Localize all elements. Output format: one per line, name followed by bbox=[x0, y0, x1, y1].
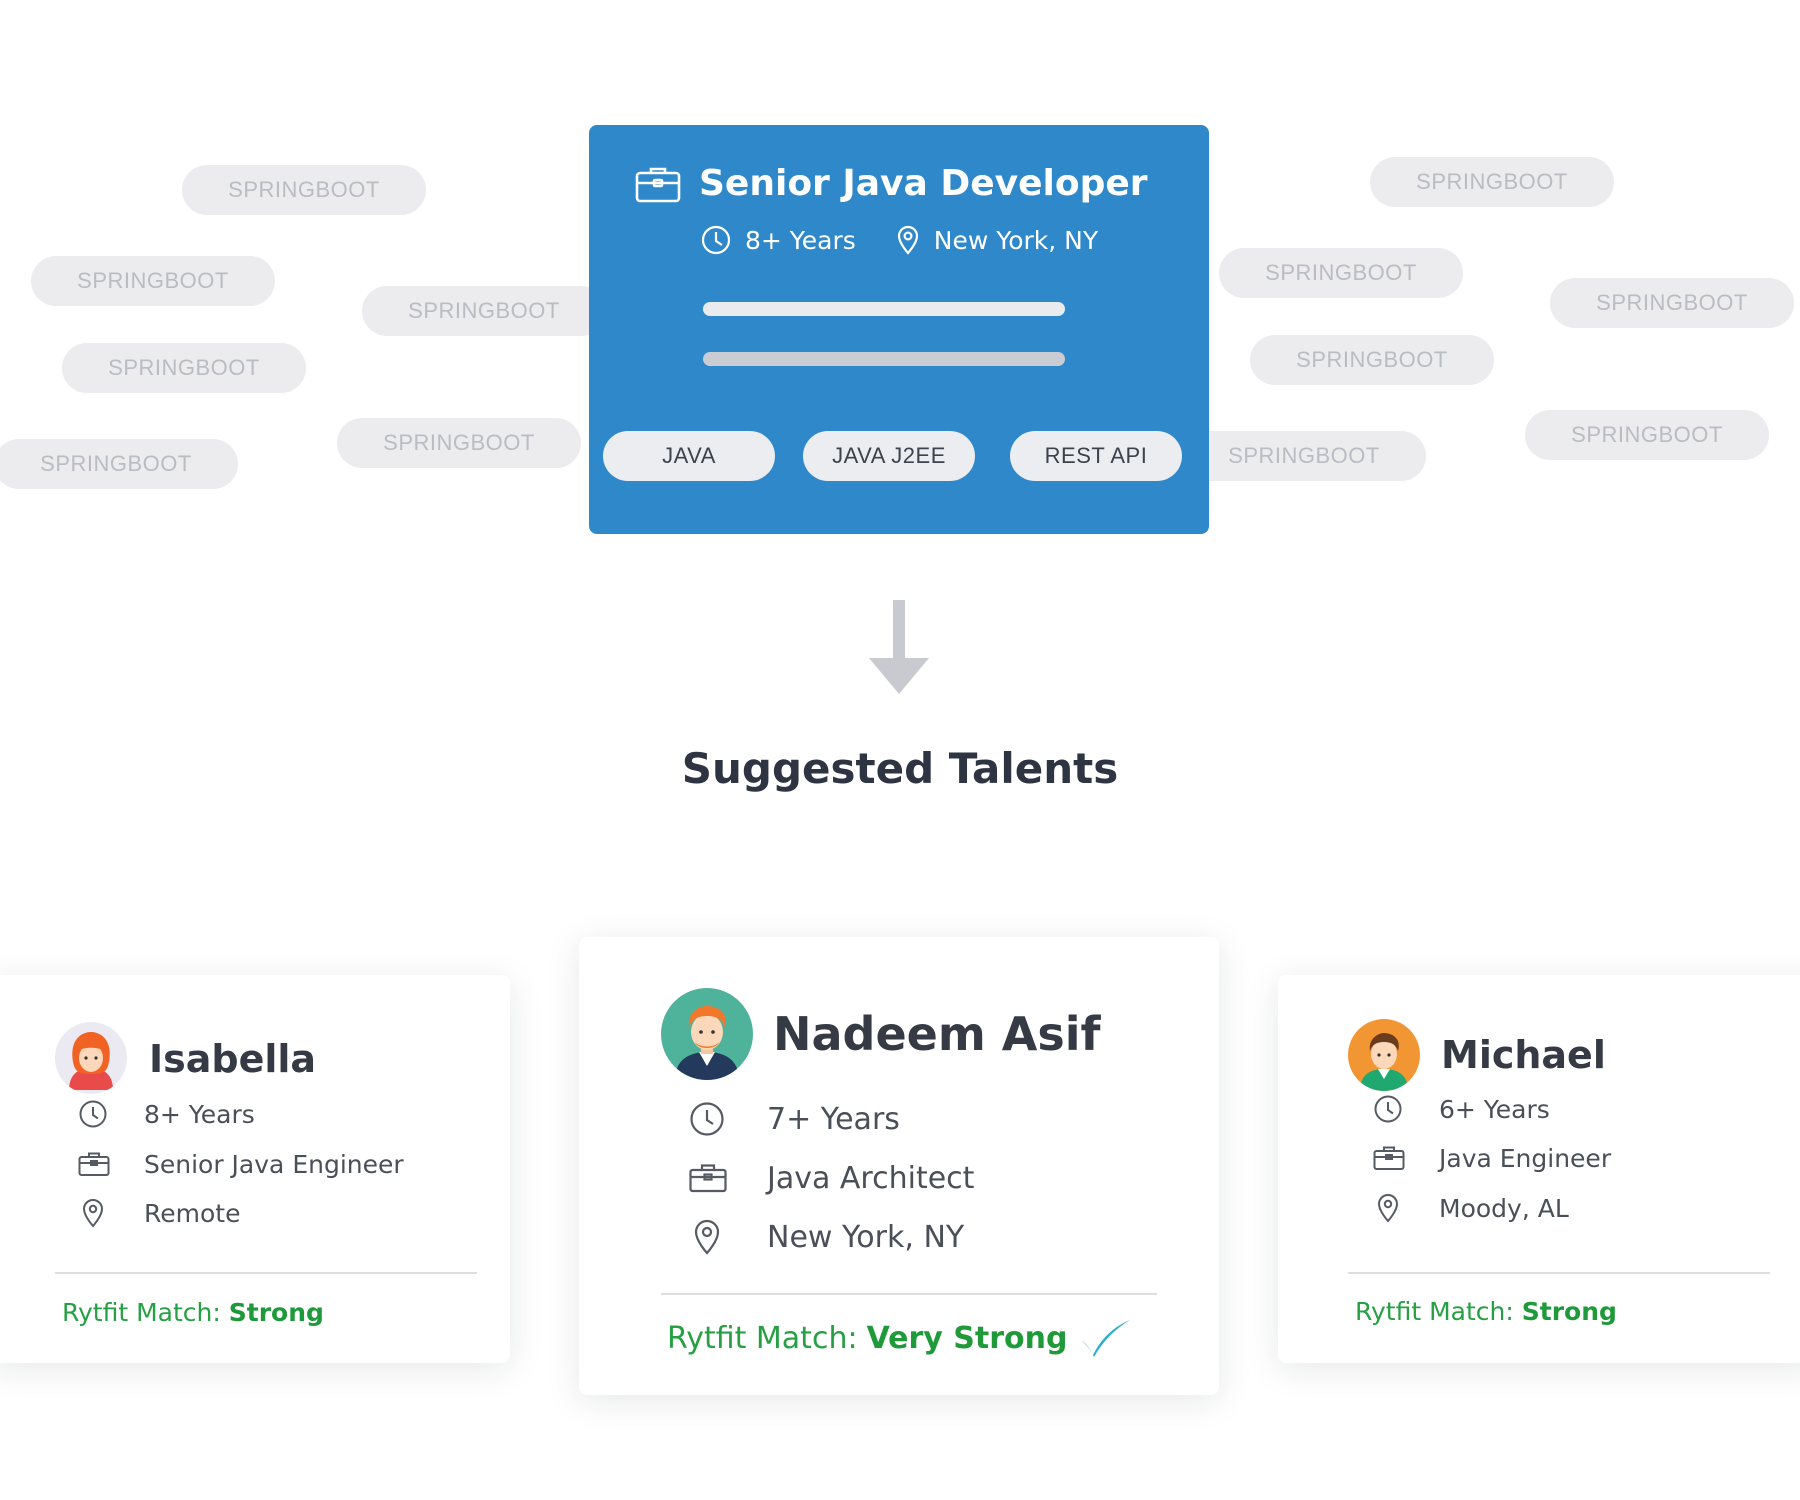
background-tag: SPRINGBOOT bbox=[182, 165, 426, 215]
divider bbox=[1348, 1272, 1770, 1274]
talent-role-label: Java Architect bbox=[767, 1160, 975, 1196]
job-location-label: New York, NY bbox=[933, 225, 1099, 255]
background-tag: SPRINGBOOT bbox=[337, 418, 581, 468]
job-experience-label: 8+ Years bbox=[745, 225, 856, 255]
match-rating: Rytfit Match: Strong bbox=[62, 1298, 324, 1327]
divider bbox=[661, 1293, 1157, 1295]
background-tag: SPRINGBOOT bbox=[62, 343, 306, 393]
talent-experience: 8+ Years bbox=[78, 1096, 255, 1132]
avatar bbox=[55, 1022, 127, 1094]
talent-card[interactable]: Isabella 8+ Years Senior Java Engineer R… bbox=[0, 975, 510, 1363]
talent-role: Java Engineer bbox=[1373, 1140, 1611, 1176]
checkmark-icon bbox=[1082, 1320, 1131, 1357]
background-tag: SPRINGBOOT bbox=[1219, 248, 1463, 298]
briefcase-icon bbox=[689, 1164, 727, 1193]
talent-name: Nadeem Asif bbox=[773, 1007, 1101, 1061]
job-card[interactable]: Senior Java Developer 8+ Years New York,… bbox=[589, 125, 1209, 534]
background-tag: SPRINGBOOT bbox=[1250, 335, 1494, 385]
section-title: Suggested Talents bbox=[681, 744, 1119, 793]
background-tag: SPRINGBOOT bbox=[1182, 431, 1426, 481]
talent-experience: 7+ Years bbox=[689, 1099, 900, 1139]
divider bbox=[55, 1272, 477, 1274]
talent-location: Remote bbox=[82, 1195, 240, 1231]
talent-role: Senior Java Engineer bbox=[78, 1146, 404, 1182]
briefcase-icon bbox=[635, 167, 681, 202]
background-tag: SPRINGBOOT bbox=[362, 286, 606, 336]
talent-name: Isabella bbox=[149, 1037, 317, 1081]
description-placeholder-line bbox=[703, 302, 1065, 316]
job-title-row: Senior Java Developer bbox=[635, 163, 1148, 204]
avatar bbox=[661, 988, 753, 1080]
match-value: Very Strong bbox=[866, 1320, 1068, 1356]
briefcase-icon bbox=[1373, 1146, 1405, 1170]
background-tag: SPRINGBOOT bbox=[1525, 410, 1769, 460]
talent-role-label: Java Engineer bbox=[1439, 1143, 1612, 1173]
location-pin-icon bbox=[1377, 1194, 1399, 1223]
job-title: Senior Java Developer bbox=[699, 163, 1148, 204]
talent-card[interactable]: Michael 6+ Years Java Engineer Moody, AL… bbox=[1278, 975, 1800, 1363]
talent-role: Java Architect bbox=[689, 1158, 974, 1198]
talent-location-label: Remote bbox=[144, 1198, 241, 1228]
talent-role-label: Senior Java Engineer bbox=[144, 1149, 404, 1179]
talent-experience: 6+ Years bbox=[1373, 1091, 1550, 1127]
clock-icon bbox=[690, 1102, 724, 1136]
talent-name: Michael bbox=[1441, 1033, 1606, 1077]
clock-icon bbox=[1374, 1095, 1402, 1123]
clock-icon bbox=[79, 1100, 107, 1128]
background-tag: SPRINGBOOT bbox=[1550, 278, 1794, 328]
skill-tag-java-j2ee[interactable]: JAVA J2EE bbox=[803, 431, 975, 481]
avatar bbox=[1348, 1019, 1420, 1091]
talent-experience-label: 7+ Years bbox=[767, 1101, 900, 1137]
match-label: Rytfit Match: bbox=[667, 1320, 858, 1356]
skill-tag-java[interactable]: JAVA bbox=[603, 431, 775, 481]
match-value: Strong bbox=[228, 1298, 324, 1327]
background-tag: SPRINGBOOT bbox=[1370, 157, 1614, 207]
match-rating: Rytfit Match: Strong bbox=[1355, 1297, 1617, 1326]
location-pin-icon bbox=[897, 225, 918, 255]
briefcase-icon bbox=[78, 1152, 110, 1176]
talent-experience-label: 6+ Years bbox=[1439, 1094, 1550, 1124]
talent-location-label: Moody, AL bbox=[1439, 1193, 1569, 1223]
talent-card-featured[interactable]: Nadeem Asif 7+ Years Java Architect New … bbox=[579, 937, 1219, 1395]
background-tag: SPRINGBOOT bbox=[0, 439, 238, 489]
description-placeholder-line bbox=[703, 352, 1065, 366]
location-pin-icon bbox=[694, 1219, 720, 1255]
talent-experience-label: 8+ Years bbox=[144, 1099, 255, 1129]
clock-icon bbox=[701, 225, 731, 255]
match-label: Rytfit Match: bbox=[62, 1298, 221, 1327]
skill-tag-rest-api[interactable]: REST API bbox=[1010, 431, 1182, 481]
location-pin-icon bbox=[82, 1199, 104, 1228]
match-label: Rytfit Match: bbox=[1355, 1297, 1514, 1326]
talent-location-label: New York, NY bbox=[767, 1219, 965, 1255]
talent-location: New York, NY bbox=[693, 1217, 964, 1257]
job-location: New York, NY bbox=[896, 225, 1098, 255]
background-tag: SPRINGBOOT bbox=[31, 256, 275, 306]
job-experience: 8+ Years bbox=[701, 225, 856, 255]
job-meta: 8+ Years New York, NY bbox=[701, 225, 1138, 255]
match-rating: Rytfit Match: Very Strong bbox=[667, 1317, 1133, 1359]
talent-location: Moody, AL bbox=[1377, 1190, 1569, 1226]
match-value: Strong bbox=[1521, 1297, 1617, 1326]
arrow-down-icon bbox=[869, 600, 929, 694]
